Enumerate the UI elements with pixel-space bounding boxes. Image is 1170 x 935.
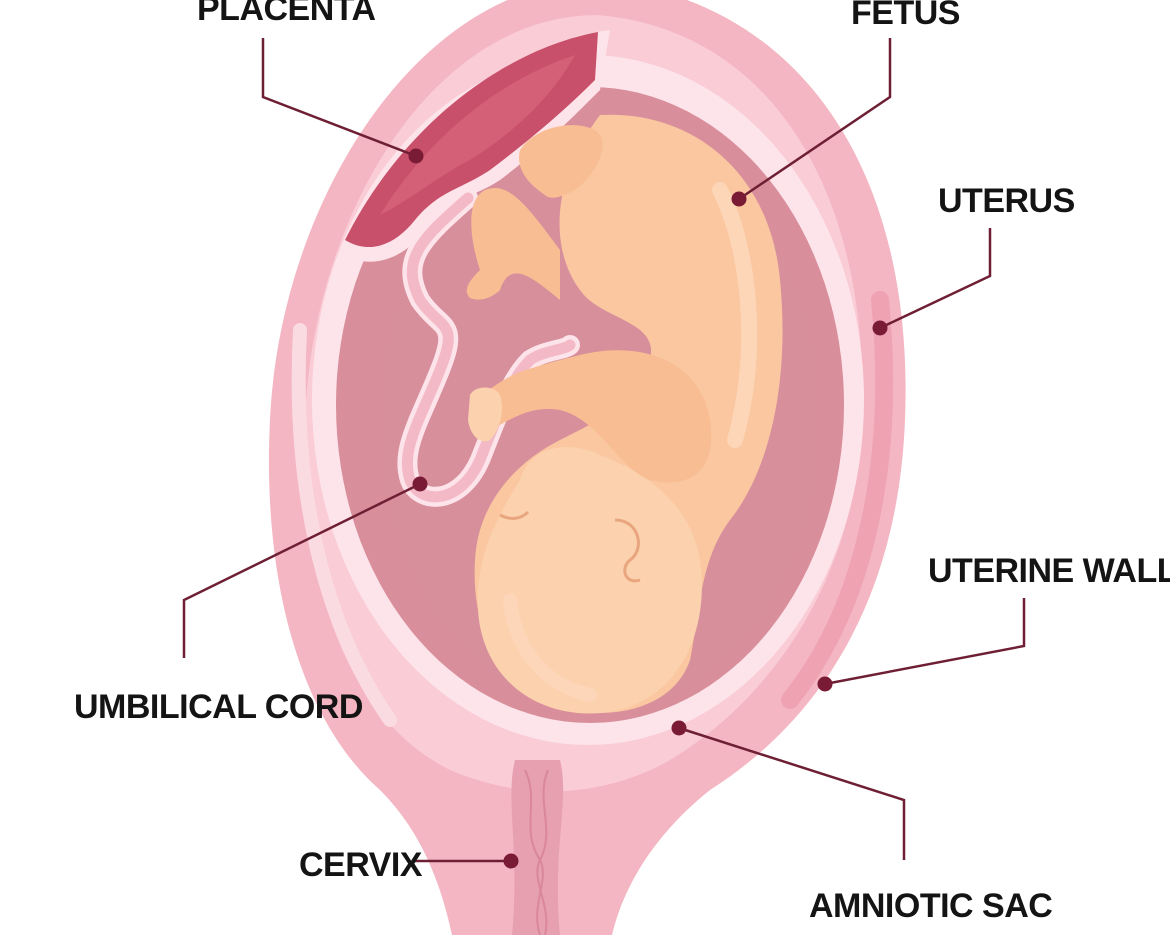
leader-amniotic-sac: [671, 720, 906, 860]
label-cervix: CERVIX: [299, 846, 423, 884]
fetus-illustration: [466, 114, 783, 714]
label-umbilical-cord: UMBILICAL CORD: [74, 688, 363, 726]
label-placenta: PLACENTA: [197, 0, 376, 28]
fetus-head: [477, 447, 702, 714]
label-amniotic-sac: AMNIOTIC SAC: [809, 887, 1052, 925]
leader-cervix: [412, 853, 519, 869]
label-fetus: FETUS: [851, 0, 960, 32]
umbilical-cord-illustration: [397, 188, 580, 507]
leader-uterus: [872, 228, 992, 336]
leader-placenta: [261, 38, 424, 164]
label-uterus: UTERUS: [938, 182, 1075, 220]
placenta-illustration: [340, 30, 610, 262]
uterus-highlight: [291, 323, 397, 727]
leader-umbilical-cord: [182, 476, 428, 658]
leader-fetus: [731, 38, 892, 207]
uterus-shade: [781, 291, 894, 709]
umbilical-cord: [401, 192, 576, 503]
label-uterine-wall: UTERINE WALL: [928, 552, 1170, 590]
cervix-canal: [511, 760, 564, 935]
leader-uterine-wall: [817, 598, 1026, 692]
